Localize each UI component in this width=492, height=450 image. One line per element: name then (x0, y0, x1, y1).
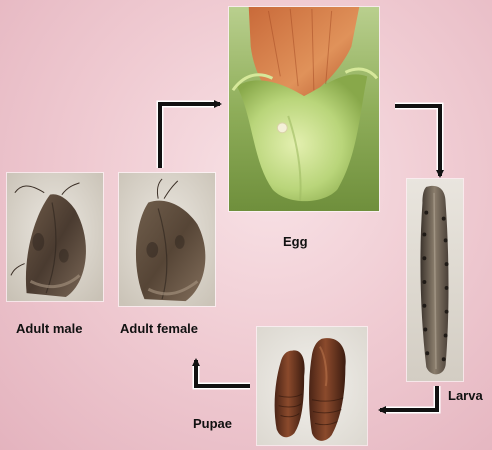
adult-female-label: Adult female (120, 322, 198, 335)
arrow-adult-to-egg-line (160, 104, 220, 168)
arrow-larva-to-pupae (380, 386, 437, 410)
larva-label: Larva (448, 389, 483, 402)
arrow-egg-to-larva (395, 106, 440, 176)
arrow-pupae-to-adult (196, 360, 250, 386)
pupae-label: Pupae (193, 417, 232, 430)
egg-photo (228, 6, 380, 212)
adult-male-label: Adult male (16, 322, 82, 335)
egg-label: Egg (283, 235, 308, 248)
larva-photo (406, 178, 464, 382)
arrow-adult-to-egg (160, 104, 215, 168)
pupae-photo (256, 326, 368, 446)
adult-male-photo (6, 172, 104, 302)
adult-female-photo (118, 172, 216, 307)
